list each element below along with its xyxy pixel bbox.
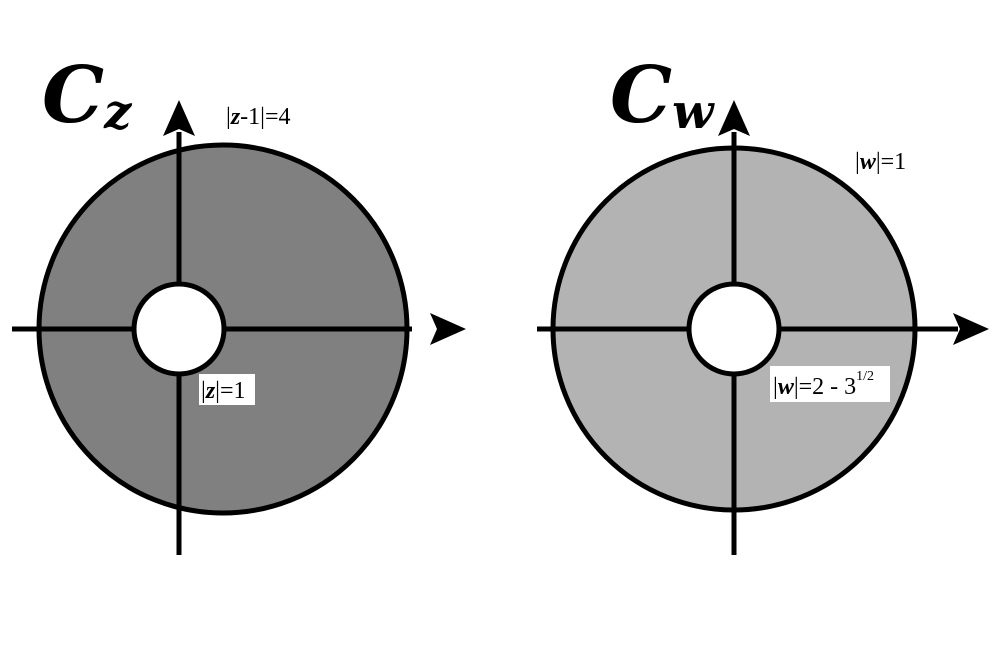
z-real-axis-arrowhead	[430, 313, 466, 345]
z-plane-title-sub: z	[103, 84, 133, 140]
z-imag-axis-arrowhead	[163, 100, 195, 136]
w-outer-circle-label: |w|=1	[855, 149, 906, 175]
z-plane-title: Cz	[42, 50, 133, 141]
w-outer-label-rest: |=1	[876, 149, 906, 175]
z-plane-title-main: C	[42, 50, 104, 141]
w-inner-circle-label: |w|=2 - 31/2	[773, 369, 874, 400]
w-outer-label-bar: |	[855, 149, 860, 175]
w-plane: Cw |w|=1 |w|=2 - 31/2	[537, 50, 989, 555]
z-inner-label-box	[199, 374, 255, 405]
w-plane-title-sub: w	[672, 84, 715, 140]
w-imag-axis-arrowhead	[718, 100, 750, 136]
w-inner-label-superscript: 1/2	[856, 369, 874, 384]
z-inner-circle-label: |z|=1	[201, 378, 246, 404]
z-outer-circle-label: |z-1|=4	[226, 104, 291, 130]
z-inner-label-rest: |=1	[215, 378, 245, 404]
w-inner-label-bar: |	[773, 374, 778, 400]
z-outer-label-var: z	[230, 104, 241, 130]
w-axes	[537, 132, 958, 555]
z-axes	[12, 132, 412, 555]
z-inner-label-bar: |	[201, 378, 206, 404]
z-outer-label-rest: -1|=4	[240, 104, 290, 130]
w-inner-label-rest: |=2 - 3	[794, 374, 856, 400]
z-outer-label-bar: |	[226, 104, 231, 130]
z-plane: Cz |z-1|=4 |z|=1	[12, 50, 466, 555]
w-plane-title-main: C	[610, 50, 672, 141]
z-inner-hole	[131, 281, 227, 377]
w-inner-label-var: w	[778, 374, 795, 400]
w-plane-title: Cw	[610, 50, 715, 141]
w-real-axis-arrowhead	[953, 313, 989, 345]
z-inner-label-var: z	[205, 378, 216, 404]
w-inner-hole	[686, 281, 782, 377]
w-outer-label-var: w	[860, 149, 877, 175]
w-inner-label-box	[770, 366, 890, 402]
